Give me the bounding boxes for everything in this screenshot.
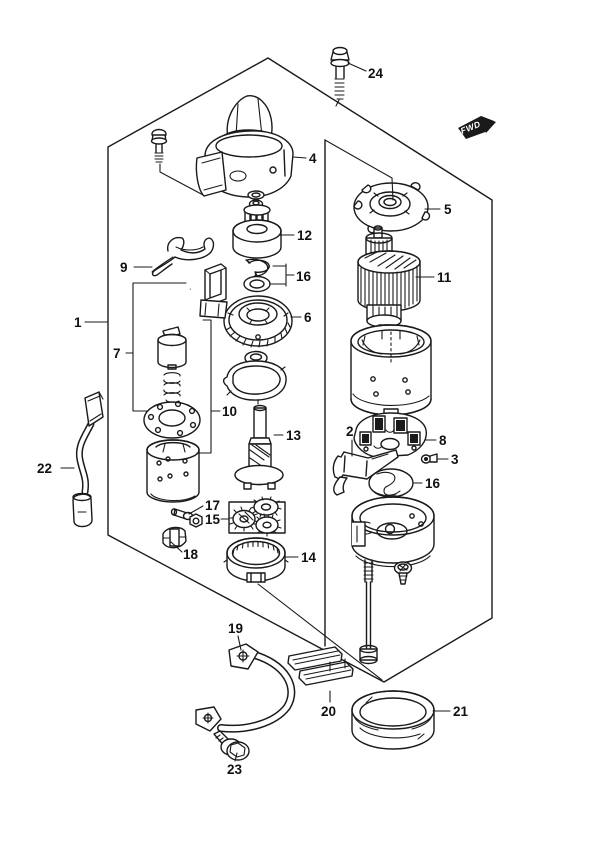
part-12-pinion xyxy=(232,204,282,259)
part-label-2: 2 xyxy=(346,424,354,439)
part-18-clamp xyxy=(162,526,187,549)
part-2-lever xyxy=(332,449,399,496)
part-21-ring xyxy=(288,0,435,750)
end-cap xyxy=(351,496,435,568)
part-label-5: 5 xyxy=(444,202,452,217)
part-19-strap xyxy=(195,643,296,733)
part-label-11: 11 xyxy=(437,270,452,285)
part-11-armature xyxy=(357,225,421,335)
part-7-plunger-group xyxy=(156,263,228,403)
part-label-4: 4 xyxy=(309,151,317,166)
part-14-ring-gear xyxy=(223,537,289,583)
part-24-bolt xyxy=(330,46,350,107)
part-13-shaft xyxy=(234,404,284,490)
part-label-14: 14 xyxy=(301,550,317,565)
part-label-13: 13 xyxy=(286,428,302,443)
part-label-8: 8 xyxy=(439,433,447,448)
part-4-cover xyxy=(195,95,294,198)
mount-bolt xyxy=(150,128,206,197)
part-label-9: 9 xyxy=(120,260,128,275)
part-17-pin xyxy=(170,508,203,528)
leader-lines xyxy=(60,62,451,762)
part-label-21: 21 xyxy=(453,704,469,719)
part-label-23: 23 xyxy=(227,762,243,777)
part-3-screw xyxy=(420,453,438,464)
end-cap-screw xyxy=(393,561,413,585)
outline-box-inner xyxy=(257,139,383,681)
part-label-20: 20 xyxy=(321,704,336,719)
part-label-12: 12 xyxy=(297,228,312,243)
part-20-rails xyxy=(287,646,354,686)
part-label-6: 6 xyxy=(304,310,312,325)
fwd-arrow-badge: FWD xyxy=(458,116,496,139)
part-label-18: 18 xyxy=(183,547,199,562)
part-23-bolt xyxy=(213,730,250,761)
part-label-17: 17 xyxy=(205,498,220,513)
part-16b-gasket xyxy=(368,468,414,498)
part-label-16a: 16 xyxy=(296,269,312,284)
part-label-15: 15 xyxy=(205,512,221,527)
part-labels: 1 2 3 4 5 6 7 8 9 10 11 12 13 14 15 16 1… xyxy=(37,66,469,777)
outline-box-outer xyxy=(107,57,493,683)
part-8-brush-holder xyxy=(353,412,427,458)
motor-case xyxy=(146,439,200,503)
motor-housing xyxy=(350,324,432,418)
part-16-eclip-washer xyxy=(243,258,271,293)
part-5-plate xyxy=(353,182,431,234)
part-label-19: 19 xyxy=(228,621,243,636)
part-label-24: 24 xyxy=(368,66,384,81)
part-label-3: 3 xyxy=(451,452,459,467)
part-15-gear-set xyxy=(228,496,286,537)
packing-gasket xyxy=(222,350,287,405)
part-6-cap xyxy=(223,295,293,348)
part-22-cable xyxy=(72,391,104,528)
long-through-bolt xyxy=(359,559,378,665)
part-label-16b: 16 xyxy=(425,476,441,491)
part-label-22: 22 xyxy=(37,461,52,476)
part-label-10: 10 xyxy=(222,404,237,419)
part-label-7: 7 xyxy=(113,346,121,361)
part-10-gasket-plate xyxy=(143,400,201,439)
part-9-fork-lever xyxy=(151,236,215,277)
part-label-1: 1 xyxy=(74,315,82,330)
